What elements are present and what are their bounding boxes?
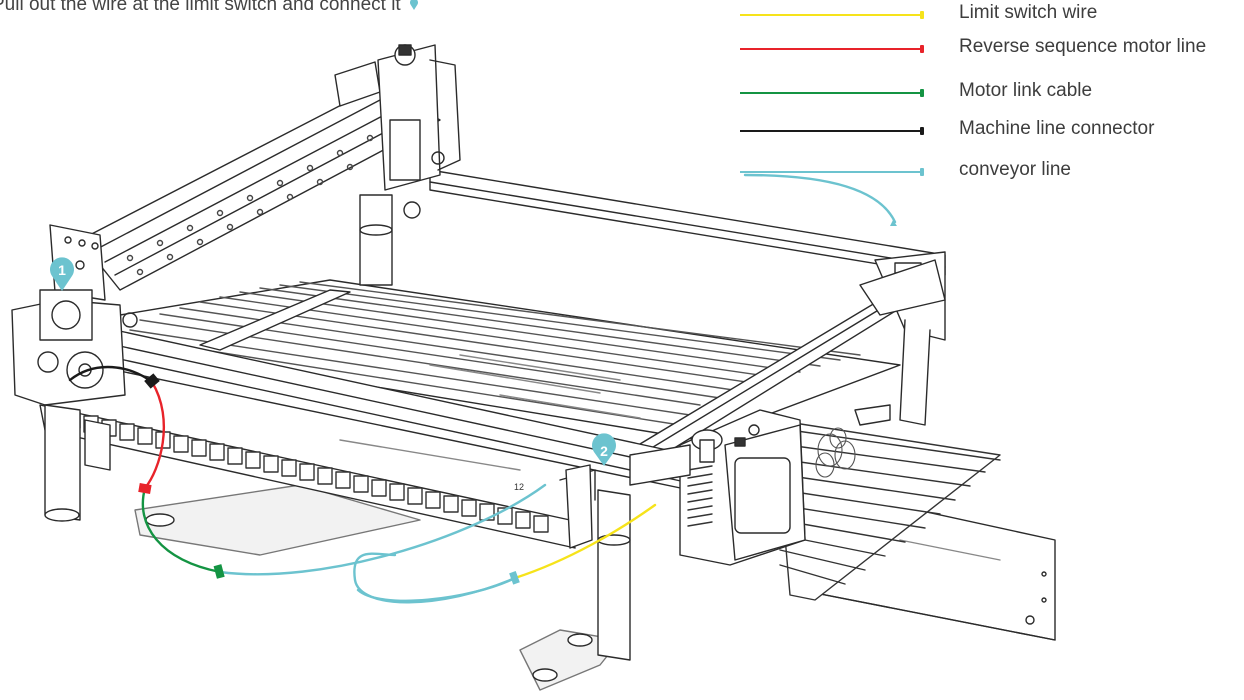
- legend-swatch-end: [920, 89, 924, 97]
- legend-swatch-end: [920, 45, 924, 53]
- legend-label: Limit switch wire: [959, 2, 1098, 23]
- legend-item-reverse-sequence-motor-line: Reverse sequence motor line: [740, 32, 1244, 66]
- legend-swatch-end: [920, 168, 924, 176]
- marker-1-number: 1: [58, 262, 66, 278]
- legend-label: conveyor line: [959, 159, 1071, 180]
- legend-swatch: [740, 92, 920, 94]
- marker-2-number: 2: [600, 443, 608, 459]
- marker-2: 2: [592, 433, 617, 466]
- machine-number-label: 12: [514, 482, 524, 492]
- legend-swatch: [740, 171, 920, 173]
- legend-label: Motor link cable: [959, 80, 1093, 101]
- legend-item-limit-switch-wire: Limit switch wire: [740, 0, 1244, 32]
- location-pin-icon: [410, 0, 418, 10]
- caption-text: Pull out the wire at the limit switch an…: [0, 0, 401, 15]
- marker-1: 1: [50, 257, 74, 291]
- legend-swatch: [740, 14, 920, 16]
- instruction-caption: Pull out the wire at the limit switch an…: [0, 0, 418, 16]
- legend-item-machine-line-connector: Machine line connector: [740, 114, 1244, 148]
- legend-swatch: [740, 48, 920, 50]
- legend-item-conveyor-line: conveyor line: [740, 155, 1244, 189]
- legend-swatch-end: [920, 11, 924, 19]
- legend-swatch: [740, 130, 920, 132]
- legend-label: Machine line connector: [959, 118, 1155, 139]
- legend-label: Reverse sequence motor line: [959, 36, 1207, 57]
- wire-legend: Limit switch wire Reverse sequence motor…: [740, 0, 1244, 190]
- legend-swatch-end: [920, 127, 924, 135]
- legend-item-motor-link-cable: Motor link cable: [740, 76, 1244, 110]
